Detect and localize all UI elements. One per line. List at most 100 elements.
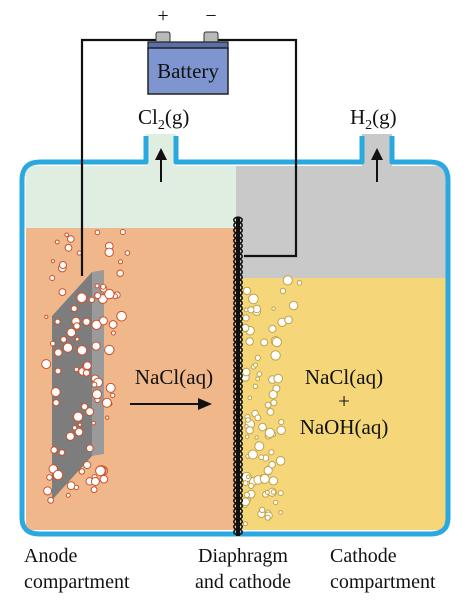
bubble <box>64 243 73 252</box>
coil-loop <box>233 528 244 536</box>
cathode-caption-line2: compartment <box>330 571 436 593</box>
bubble <box>279 287 287 295</box>
bubble <box>263 465 273 476</box>
bubble <box>266 408 275 416</box>
bubble <box>47 496 55 504</box>
bubble <box>247 395 253 401</box>
bubble <box>104 344 115 356</box>
bubble <box>91 319 102 330</box>
bubble <box>264 401 272 409</box>
bubble <box>242 367 251 377</box>
anode-caption-line2: compartment <box>24 571 130 593</box>
bubble <box>254 354 261 361</box>
bubble <box>273 373 284 384</box>
bubble <box>54 348 63 357</box>
bubble <box>259 473 270 484</box>
bubble <box>54 367 62 375</box>
cathode-solution-line3: NaOH(aq) <box>300 415 389 439</box>
bubble <box>247 306 255 314</box>
bubble <box>65 431 75 441</box>
bubble <box>268 476 279 486</box>
battery-label: Battery <box>157 59 219 83</box>
bubble <box>270 489 277 495</box>
hydrogen-bubbles <box>240 275 303 527</box>
bubble <box>245 337 254 346</box>
bubble <box>104 288 115 300</box>
bubble <box>243 491 250 499</box>
chlorine-bubbles <box>41 229 131 504</box>
bubble <box>41 359 52 370</box>
anode-electrode <box>52 270 104 500</box>
bubble <box>50 259 56 264</box>
bubble <box>270 399 278 407</box>
bubble <box>91 341 101 351</box>
cathode-solution-line1: NaCl(aq) <box>305 365 383 389</box>
diaphragm-cathode-coil <box>233 216 244 536</box>
bubble <box>46 474 53 481</box>
bubble <box>58 449 66 456</box>
bubble <box>254 441 265 452</box>
bubble <box>258 454 265 461</box>
bubble <box>242 480 249 487</box>
bubble <box>66 327 77 338</box>
diaphragm-caption-line1: Diaphragm <box>198 545 288 567</box>
bubble <box>258 422 267 432</box>
bubble <box>116 310 127 322</box>
bubble <box>252 383 259 389</box>
bubble <box>73 411 84 422</box>
bubble <box>44 314 49 319</box>
bubble <box>264 489 270 495</box>
bubble <box>85 407 95 417</box>
bubble <box>259 506 266 514</box>
bubble <box>92 389 102 400</box>
bubble <box>59 261 67 269</box>
bubble <box>72 425 78 431</box>
bubble <box>273 499 279 506</box>
bubble <box>110 330 116 336</box>
bubble <box>49 275 56 281</box>
bubble <box>278 510 283 515</box>
bubble <box>60 336 67 343</box>
bubble <box>288 300 299 311</box>
chlorine-gas-label: Cl2(g) <box>138 105 189 133</box>
battery-minus-sign: − <box>205 5 216 27</box>
bubble <box>74 427 84 437</box>
bubble <box>108 320 118 329</box>
bubble <box>242 521 248 527</box>
bubble <box>74 336 80 342</box>
bubble <box>94 229 101 236</box>
bubble <box>296 280 303 286</box>
bubble <box>268 324 277 333</box>
bubble <box>116 269 124 277</box>
bubble <box>119 229 126 235</box>
bubble <box>50 340 56 347</box>
bubble <box>105 382 116 393</box>
bubble <box>76 292 87 304</box>
bubble <box>90 486 98 494</box>
bubble <box>254 435 259 440</box>
bubble <box>52 399 60 407</box>
bubble <box>65 492 71 498</box>
bubble <box>82 317 91 326</box>
bubble <box>85 444 94 453</box>
anode-headspace <box>26 166 236 228</box>
bubble <box>50 446 58 454</box>
anode-plate-front <box>52 272 92 500</box>
bubble <box>82 369 91 377</box>
bubble <box>271 306 276 311</box>
bubble <box>242 286 252 296</box>
bubble <box>275 456 286 466</box>
bubble <box>268 390 278 400</box>
bubble <box>242 314 250 322</box>
solution-flow-arrow <box>130 398 212 410</box>
bubble <box>241 323 250 332</box>
bubble <box>66 481 76 491</box>
bubble <box>78 468 86 475</box>
bubble <box>99 474 109 484</box>
anode-plate-side <box>92 270 104 456</box>
bubble <box>81 403 89 411</box>
bubble <box>91 381 98 388</box>
hydrogen-gas-label: H2(g) <box>350 105 397 133</box>
bubble <box>83 460 92 470</box>
bubble <box>245 474 251 480</box>
